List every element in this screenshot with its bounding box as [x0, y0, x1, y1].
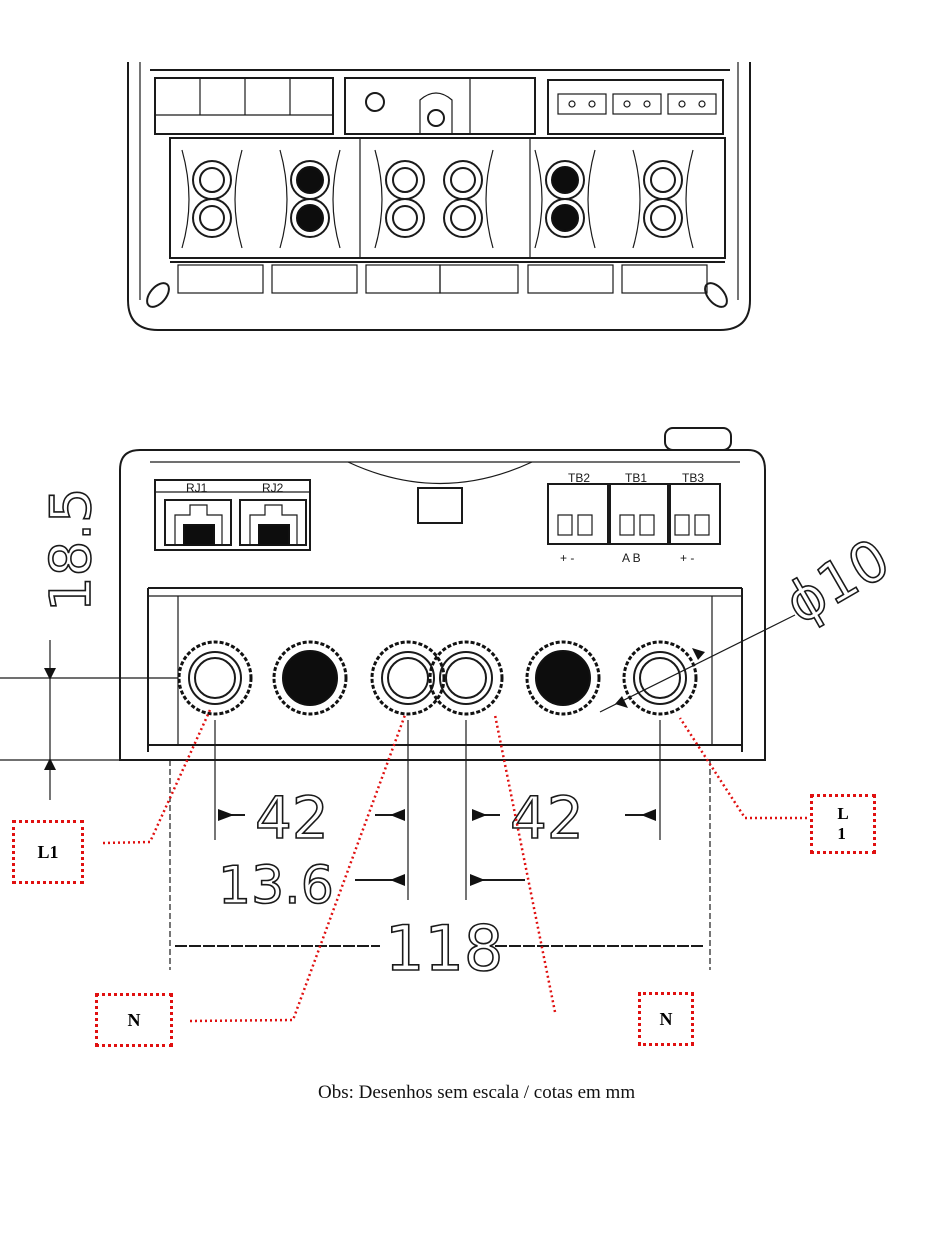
tb3-pins: + - — [680, 551, 694, 565]
rj2-port — [249, 504, 298, 546]
tb2-label: TB2 — [568, 471, 590, 485]
tb1-label: TB1 — [625, 471, 647, 485]
rj2-label: RJ2 — [262, 481, 284, 495]
dim-total-width-label: 118 — [385, 912, 503, 985]
dim-spacing-left-label: 42 — [255, 784, 329, 852]
callout-n-left: N — [95, 993, 173, 1047]
dim-diameter-label: ϕ10 — [775, 527, 901, 637]
rj1-label: RJ1 — [186, 481, 208, 495]
top-view — [127, 62, 751, 331]
scale-note: Obs: Desenhos sem escala / cotas em mm — [318, 1082, 636, 1103]
callout-l1-right: L 1 — [810, 794, 876, 854]
dimension-labels: 18.5 42 42 13.6 118 ϕ10 — [38, 487, 901, 986]
tb3-label: TB3 — [682, 471, 704, 485]
callout-leaders — [102, 709, 812, 1023]
dim-spacing-right-label: 42 — [510, 784, 584, 852]
callout-n-right: N — [638, 992, 694, 1046]
tb2-pins: + - — [560, 551, 574, 565]
dim-center-gap-label: 13.6 — [218, 856, 334, 916]
callout-l1-left: L1 — [12, 820, 84, 884]
front-holes — [177, 640, 698, 716]
top-view-holes — [192, 160, 683, 238]
front-view: RJ1 RJ2 TB2 TB1 TB3 + - A B + - — [119, 427, 766, 761]
dim-height-label: 18.5 — [39, 487, 104, 612]
dimension-lines — [0, 614, 796, 970]
tb1-pins: A B — [622, 551, 641, 565]
rj1-port — [174, 504, 223, 546]
